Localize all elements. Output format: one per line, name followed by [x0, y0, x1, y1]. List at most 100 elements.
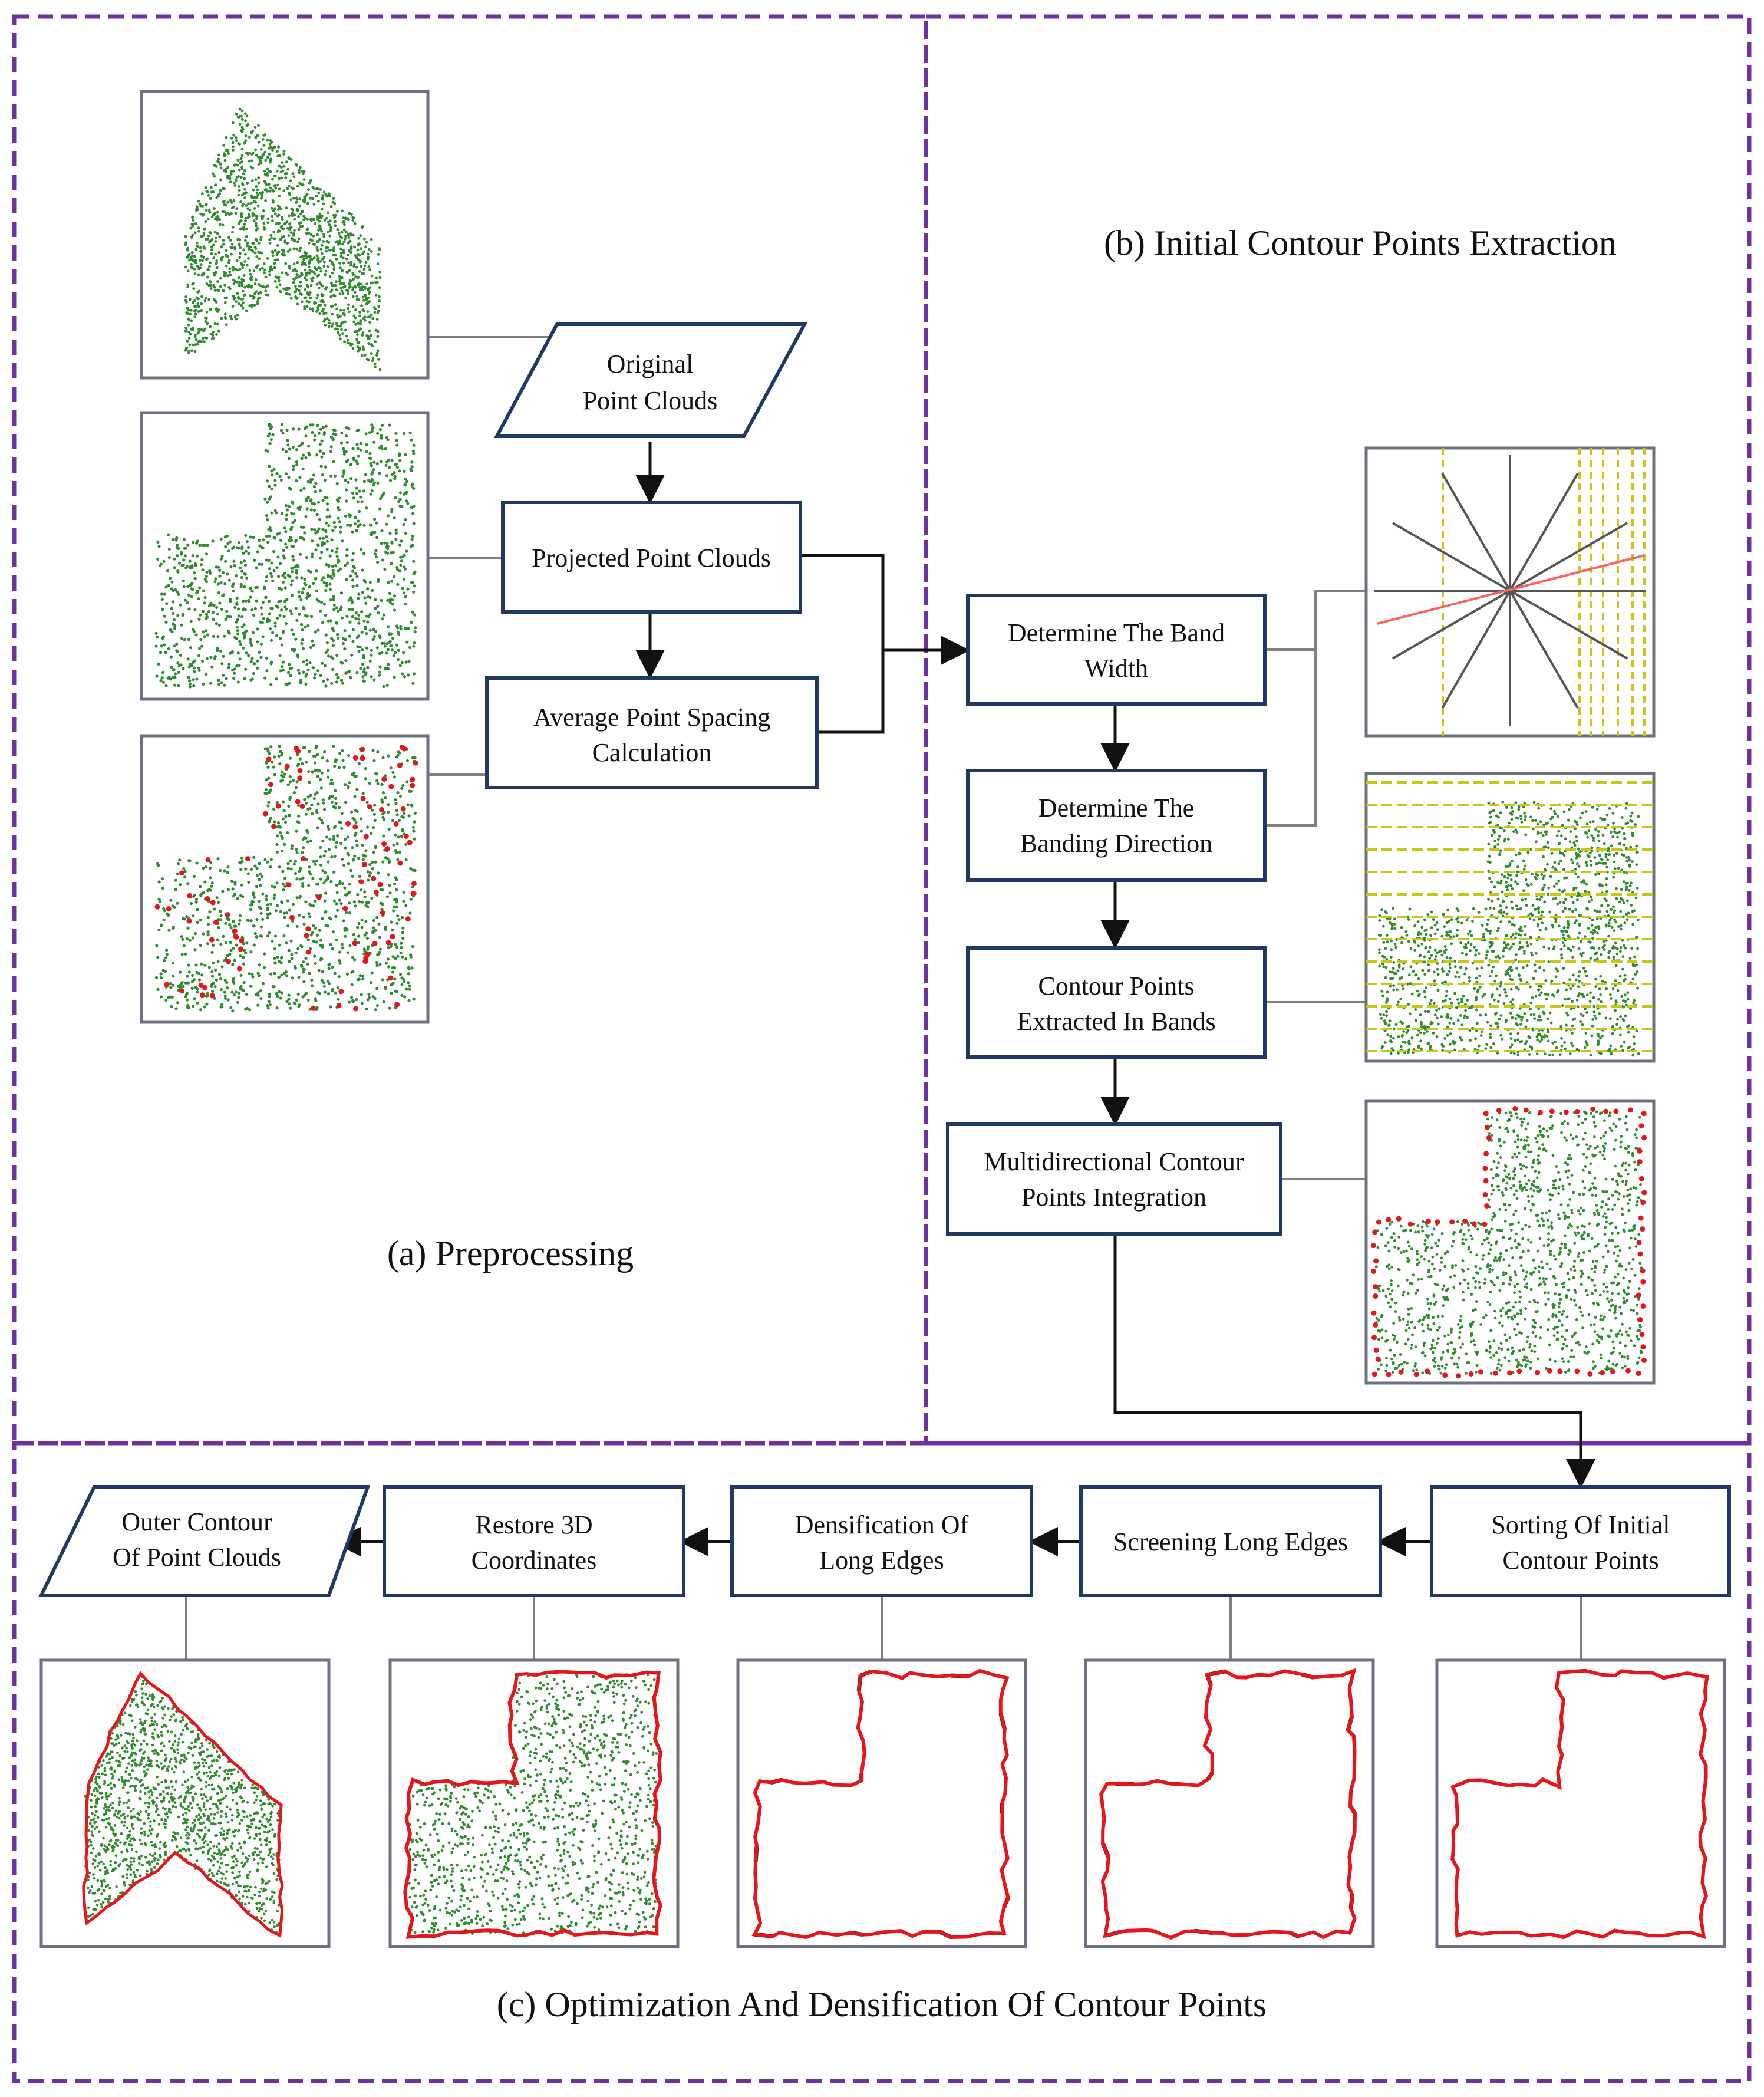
cloud-point	[292, 234, 295, 237]
cloud-point	[365, 632, 368, 636]
cloud-point	[313, 302, 316, 305]
cloud-point	[377, 252, 380, 256]
cloud-point	[1534, 819, 1537, 822]
cloud-point	[358, 645, 362, 649]
cloud-point	[268, 183, 271, 186]
cloud-point	[356, 893, 360, 897]
cloud-point	[207, 966, 211, 969]
cloud-point	[236, 897, 239, 900]
cloud-point	[316, 802, 320, 806]
cloud-point	[179, 653, 183, 657]
cloud-point	[1586, 835, 1590, 839]
cloud-point	[389, 551, 393, 555]
cloud-point	[385, 651, 388, 655]
cloud-point	[1602, 940, 1605, 943]
cloud-point	[344, 671, 348, 675]
cloud-point	[390, 459, 394, 462]
cloud-point	[227, 666, 230, 669]
cloud-point	[338, 333, 341, 337]
cloud-point	[283, 576, 287, 580]
cloud-point	[351, 552, 355, 555]
cloud-point	[285, 911, 288, 915]
cloud-point	[335, 555, 339, 558]
cloud-point	[366, 998, 370, 1002]
cloud-point	[400, 835, 403, 838]
cloud-point	[243, 564, 248, 567]
cloud-point	[273, 479, 277, 482]
cloud-point	[209, 682, 213, 685]
cloud-point	[296, 947, 300, 950]
cloud-point	[372, 812, 377, 816]
cloud-point	[262, 262, 266, 265]
cloud-point	[301, 670, 305, 674]
cloud-point	[1430, 926, 1433, 930]
cloud-point	[191, 936, 194, 940]
cloud-point	[177, 684, 180, 687]
cloud-point	[308, 915, 312, 919]
cloud-point	[322, 581, 326, 584]
cloud-point	[255, 153, 258, 157]
cloud-point	[302, 960, 305, 964]
cloud-point	[207, 284, 210, 287]
cloud-point	[278, 475, 282, 479]
cloud-point	[209, 861, 213, 864]
cloud-point	[272, 985, 276, 989]
cloud-point	[323, 990, 327, 994]
cloud-point	[396, 858, 400, 861]
cloud-point	[188, 685, 192, 689]
cloud-point	[285, 974, 289, 977]
cloud-point	[1490, 970, 1493, 973]
cloud-point	[312, 939, 316, 943]
cloud-point	[1397, 1052, 1400, 1055]
cloud-point	[338, 275, 341, 278]
cloud-point	[218, 568, 222, 572]
cloud-point	[353, 833, 357, 837]
cloud-point	[341, 209, 344, 213]
cloud-point	[321, 196, 324, 199]
cloud-point	[375, 276, 378, 280]
cloud-point	[296, 302, 299, 306]
cloud-point	[259, 162, 263, 165]
cloud-point	[337, 331, 339, 334]
cloud-point	[371, 470, 374, 475]
cloud-point	[1585, 883, 1588, 886]
cloud-point	[1584, 810, 1588, 813]
cloud-point	[159, 972, 163, 976]
cloud-point	[1407, 1039, 1410, 1043]
cloud-point	[324, 891, 328, 895]
cloud-point	[240, 212, 243, 215]
cloud-point	[278, 990, 281, 994]
cloud-point	[1456, 998, 1459, 1001]
cloud-point	[201, 544, 205, 547]
cloud-point	[305, 193, 309, 196]
cloud-point	[245, 856, 250, 862]
cloud-point	[315, 940, 318, 944]
cloud-point	[233, 605, 237, 609]
cloud-point	[172, 611, 175, 615]
cloud-point	[1578, 854, 1581, 858]
cloud-point	[386, 857, 390, 861]
cloud-point	[351, 970, 355, 973]
cloud-point	[1442, 913, 1445, 916]
cloud-point	[1522, 868, 1526, 871]
cloud-point	[1499, 880, 1503, 883]
cloud-point	[336, 834, 339, 838]
cloud-point	[349, 868, 353, 873]
cloud-point	[219, 649, 222, 653]
cloud-point	[269, 233, 272, 237]
cloud-point	[323, 910, 327, 914]
cloud-point	[1389, 1039, 1392, 1042]
cloud-point	[322, 265, 326, 268]
cloud-point	[1554, 897, 1557, 900]
cloud-point	[296, 992, 300, 996]
cloud-point	[313, 528, 316, 532]
cloud-point	[227, 549, 231, 553]
cloud-point	[325, 515, 329, 519]
cloud-point	[254, 196, 258, 199]
cloud-point	[279, 996, 282, 1000]
cloud-point	[186, 882, 190, 885]
cloud-point	[262, 138, 265, 141]
cloud-point	[342, 447, 345, 450]
cloud-point	[220, 965, 224, 969]
cloud-point	[297, 775, 303, 781]
